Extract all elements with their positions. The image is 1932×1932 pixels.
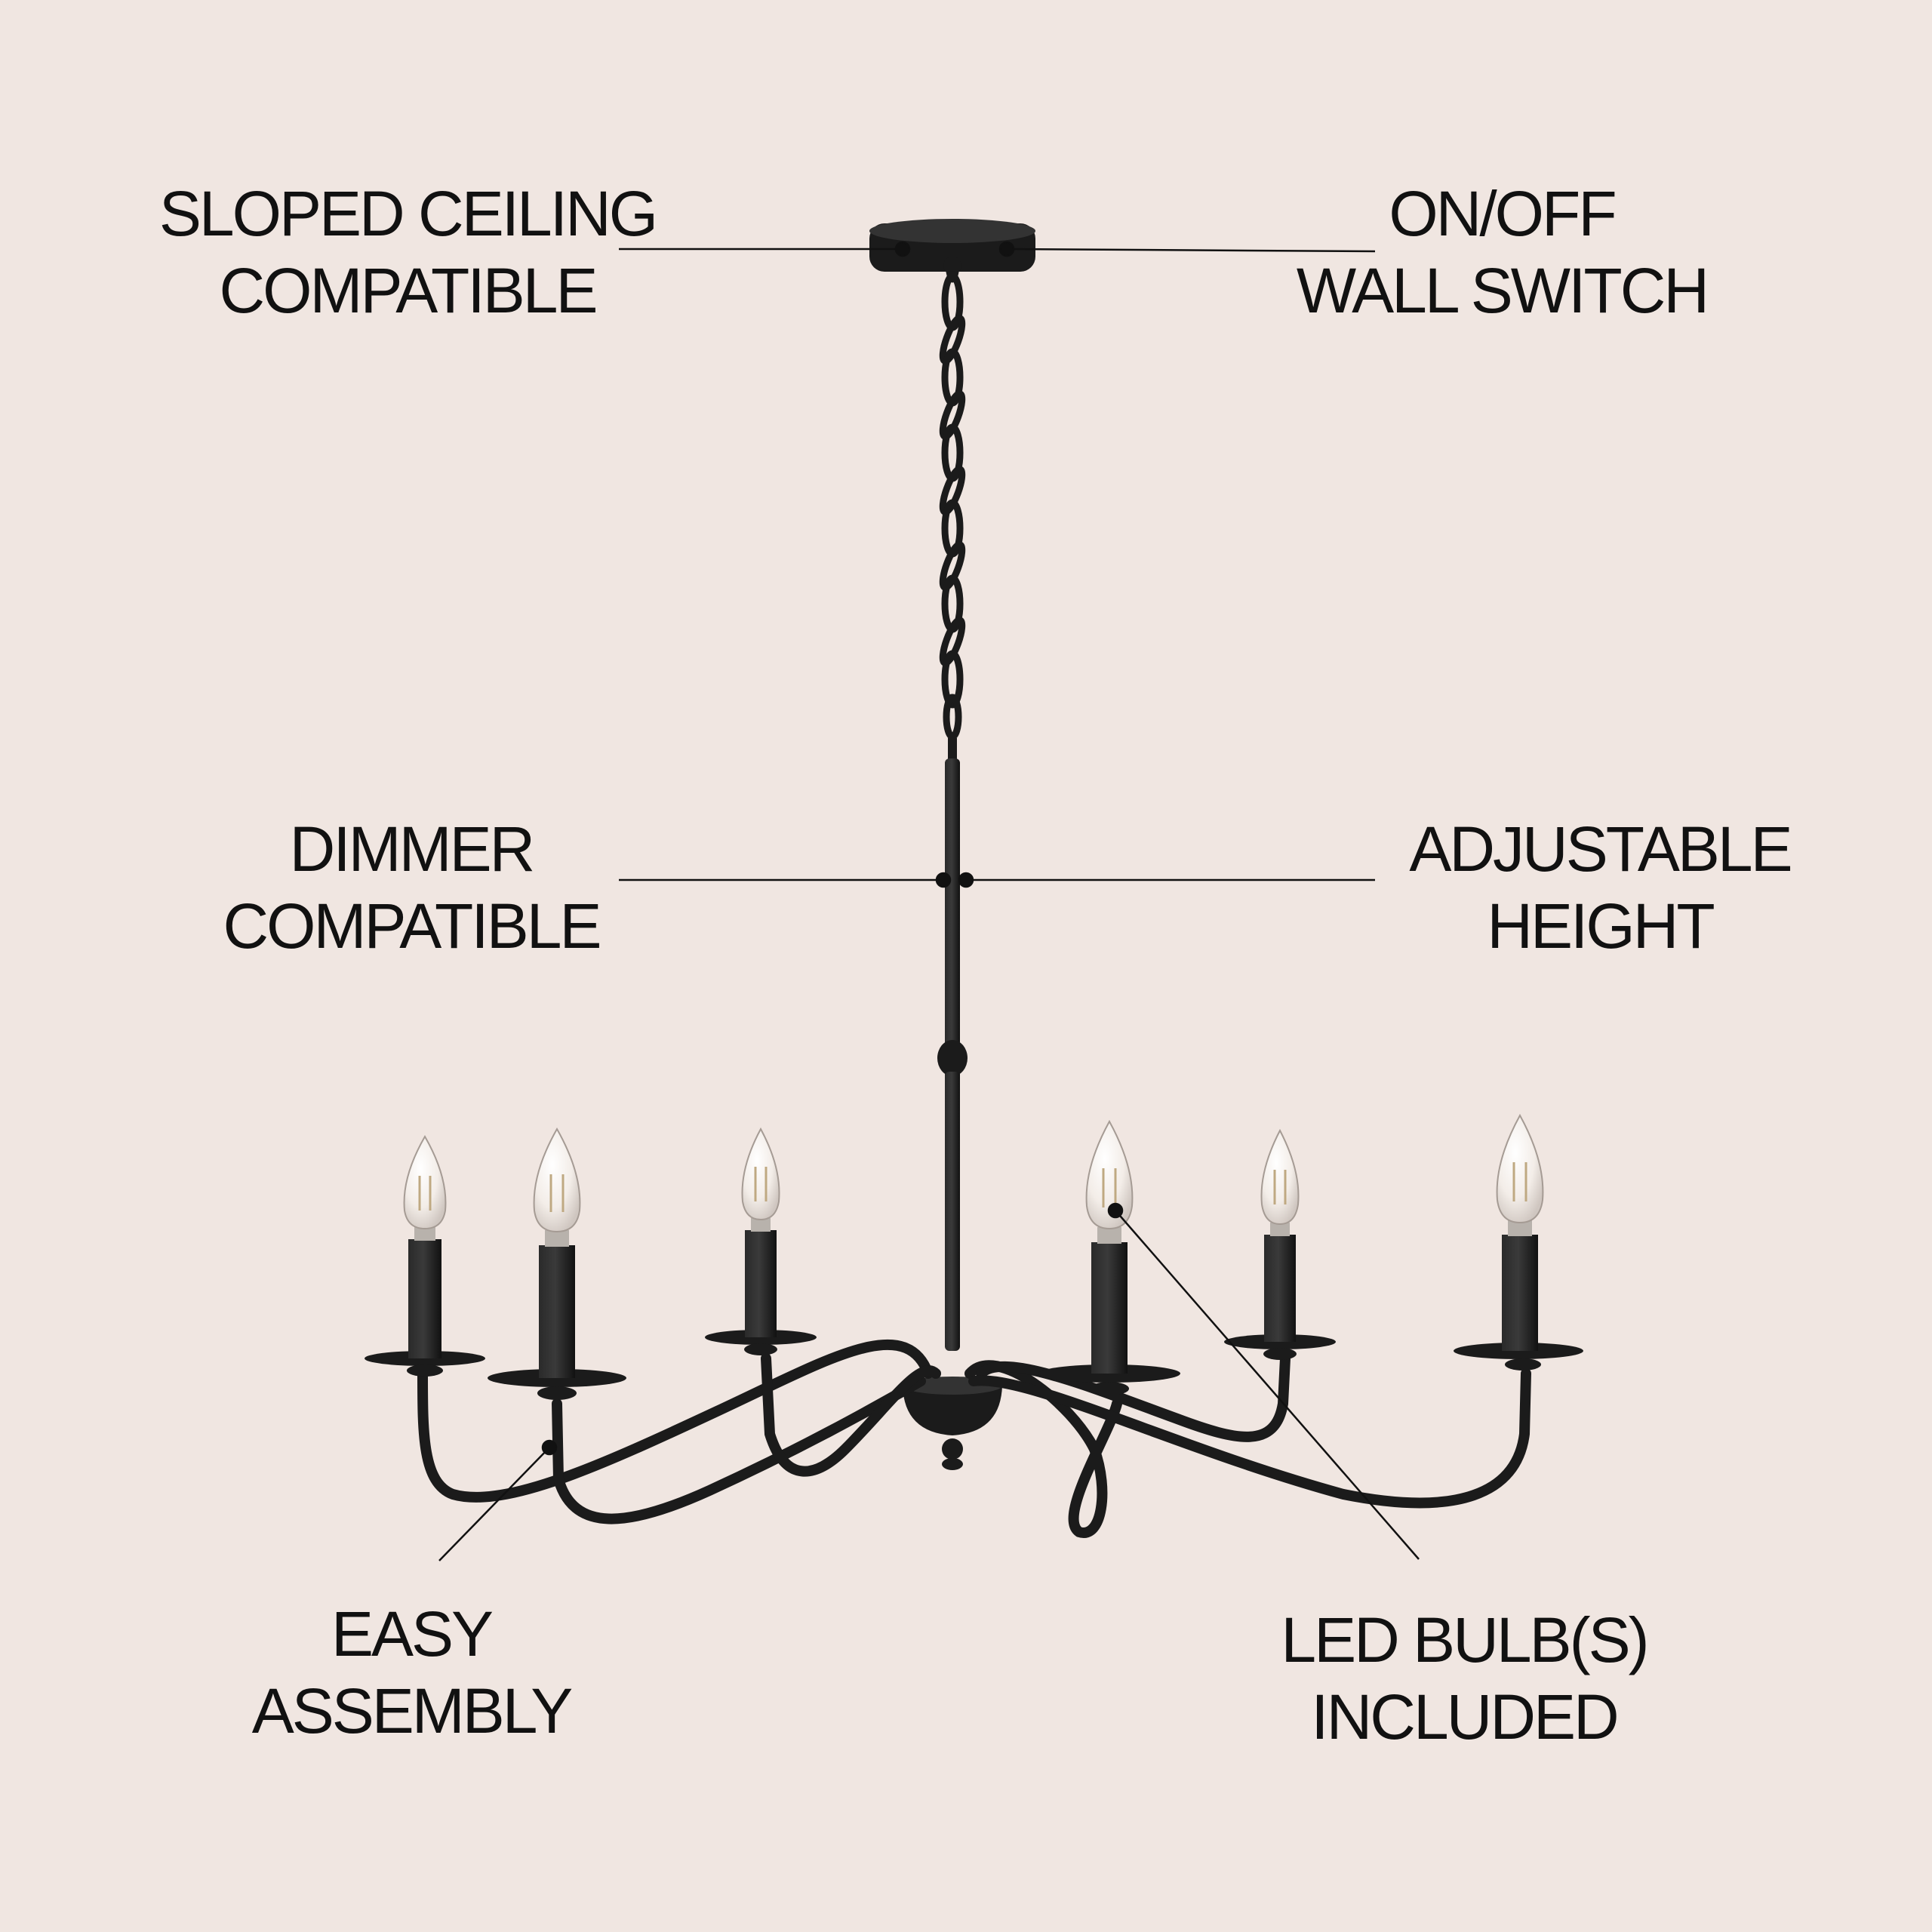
ceiling-canopy [869, 219, 1035, 275]
leader-dot-easy-assembly [541, 1439, 558, 1456]
chandelier-arms [417, 1339, 1531, 1538]
hanging-chain [939, 271, 966, 740]
leader-wall-switch [1006, 248, 1376, 253]
leader-led-bulbs [1115, 1210, 1420, 1560]
candle-3 [705, 1127, 817, 1355]
callout-wall-switch-line1: ON/OFF [1389, 178, 1617, 249]
callout-led-bulbs-line2: INCLUDED [1311, 1681, 1619, 1752]
leader-dot-led-bulbs [1107, 1202, 1124, 1219]
callout-easy-assembly-line2: ASSEMBLY [251, 1675, 574, 1746]
candle-5 [1224, 1128, 1336, 1360]
callout-led-bulbs-line1: LED BULB(S) [1281, 1604, 1649, 1675]
callout-dimmer: DIMMER COMPATIBLE [151, 811, 672, 964]
callout-dimmer-line1: DIMMER [289, 814, 536, 884]
callout-easy-assembly-line1: EASY [331, 1598, 494, 1669]
callout-sloped-ceiling-line1: SLOPED CEILING [158, 178, 658, 249]
down-rod [937, 738, 968, 1351]
center-hub [903, 1377, 1002, 1470]
callout-leaders [438, 241, 1420, 1561]
candle-6 [1454, 1113, 1583, 1371]
callout-led-bulbs: LED BULB(S) INCLUDED [1238, 1601, 1690, 1755]
leader-dot-dimmer [935, 872, 952, 888]
candle-2 [488, 1127, 626, 1400]
callout-adjustable-height-line1: ADJUSTABLE [1409, 814, 1792, 884]
callout-easy-assembly: EASY ASSEMBLY [204, 1595, 619, 1749]
callout-adjustable-height: ADJUSTABLE HEIGHT [1374, 811, 1826, 964]
leader-dot-sloped-ceiling [894, 241, 911, 257]
callout-wall-switch: ON/OFF WALL SWITCH [1253, 175, 1751, 329]
callout-wall-switch-line2: WALL SWITCH [1296, 255, 1709, 326]
leader-dot-wall-switch [998, 241, 1015, 257]
callout-sloped-ceiling-line2: COMPATIBLE [219, 255, 598, 326]
callout-sloped-ceiling: SLOPED CEILING COMPATIBLE [121, 175, 694, 329]
leader-dot-adjustable-height [958, 872, 974, 888]
callout-dimmer-line2: COMPATIBLE [223, 891, 602, 961]
candle-1 [365, 1134, 485, 1377]
candle-4 [1038, 1119, 1180, 1395]
callout-adjustable-height-line2: HEIGHT [1487, 891, 1715, 961]
leader-easy-assembly [438, 1447, 550, 1561]
